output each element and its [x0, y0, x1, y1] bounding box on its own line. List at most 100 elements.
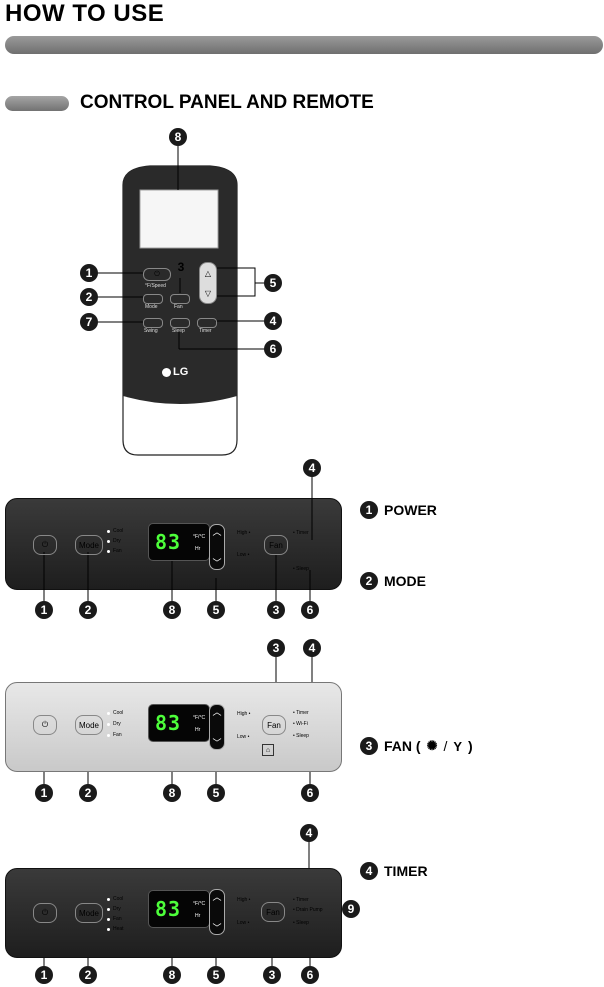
- panel1-timer: • Timer: [293, 530, 309, 536]
- callout-9-panel3: 9: [342, 900, 360, 918]
- callout-8-panel1: 8: [163, 601, 181, 619]
- callout-5-panel2: 5: [207, 784, 225, 802]
- remote-temp-rocker[interactable]: △ ▽: [199, 262, 217, 304]
- panel2-power-button[interactable]: ⏻: [33, 715, 57, 735]
- panel1-mode-fan: Fan: [113, 548, 122, 554]
- remote-fan-label: Fan: [174, 304, 183, 310]
- panel3-timer: • Timer: [293, 897, 309, 903]
- panel2-display: 83 °F/°C Hr: [148, 704, 210, 742]
- panel2-wifi: • Wi-Fi: [293, 721, 308, 727]
- panel2-mode-cool: Cool: [113, 710, 124, 716]
- down-arrow-icon[interactable]: ▽: [204, 288, 212, 298]
- panel2-mode-button[interactable]: Mode: [75, 715, 103, 735]
- remote-logo: LG: [162, 366, 188, 378]
- panel1-display-sub: Hr: [195, 546, 201, 552]
- callout-2-panel1: 2: [79, 601, 97, 619]
- panel3-mode-list: Cool Dry Fan Heat: [107, 896, 124, 932]
- panel1-mode-button[interactable]: Mode: [75, 535, 103, 555]
- panel1-mode-list: Cool Dry Fan: [107, 528, 123, 554]
- remote-sleep-label: Sleep: [172, 328, 185, 334]
- panel2-arrow-buttons[interactable]: ︿ ﹀: [209, 704, 225, 750]
- callout-8-remote: 8: [169, 128, 187, 146]
- down-arrow-icon[interactable]: ﹀: [212, 558, 222, 568]
- remote-timer-label: Timer: [199, 328, 212, 334]
- callout-6-panel2: 6: [301, 784, 319, 802]
- panel1-fan-high: High •: [237, 530, 251, 536]
- remote-power-button[interactable]: ⏻: [143, 268, 171, 281]
- panel3-display-sub: Hr: [195, 913, 201, 919]
- panel2-fan-button[interactable]: Fan: [262, 715, 286, 735]
- panel2-mode-fan: Fan: [113, 732, 122, 738]
- panel3-sleep: • Sleep: [293, 920, 309, 926]
- remote-swing-button[interactable]: [143, 318, 163, 328]
- callout-3-remote: 3: [177, 260, 185, 274]
- up-arrow-icon[interactable]: ︿: [212, 707, 222, 717]
- panel2-timer: • Timer: [293, 710, 309, 716]
- callout-5-remote: 5: [264, 274, 282, 292]
- callout-3-panel2: 3: [267, 639, 285, 657]
- remote-mode-button[interactable]: [143, 294, 163, 304]
- panel1-sleep: • Sleep: [293, 566, 309, 572]
- panel3-arrow-buttons[interactable]: ︿ ﹀: [209, 889, 225, 935]
- callout-6-panel1: 6: [301, 601, 319, 619]
- callout-4-remote: 4: [264, 312, 282, 330]
- callout-7-remote: 7: [80, 313, 98, 331]
- panel3-mode-button[interactable]: Mode: [75, 903, 103, 923]
- section-title: CONTROL PANEL AND REMOTE: [80, 92, 374, 113]
- panel3-display: 83 °F/°C Hr: [148, 890, 210, 928]
- callout-5-panel1: 5: [207, 601, 225, 619]
- callout-2-remote: 2: [80, 288, 98, 306]
- lg-logo-icon: [162, 367, 171, 377]
- panel2-sleep: • Sleep: [293, 733, 309, 739]
- panel3-fan-button[interactable]: Fan: [261, 902, 285, 922]
- remote-temp-label: °F/Speed: [145, 283, 166, 289]
- panel3-power-button[interactable]: ⏻: [33, 903, 57, 923]
- up-arrow-icon[interactable]: ︿: [212, 892, 222, 902]
- remote-sleep-button[interactable]: [170, 318, 190, 328]
- panel2-display-unit: °F/°C: [193, 715, 206, 721]
- callout-3-panel3: 3: [263, 966, 281, 984]
- callout-2-panel3: 2: [79, 966, 97, 984]
- fan-high-icon: ✺: [426, 738, 438, 753]
- callout-6-remote: 6: [264, 340, 282, 358]
- panel2-mode-dry: Dry: [113, 721, 121, 727]
- down-arrow-icon[interactable]: ﹀: [212, 923, 222, 933]
- panel1-arrow-buttons[interactable]: ︿ ﹀: [209, 524, 225, 570]
- panel2-display-sub: Hr: [195, 727, 201, 733]
- panel1-fan-button[interactable]: Fan: [264, 535, 288, 555]
- panel3-mode-fan: Fan: [113, 916, 122, 922]
- section-pill: [5, 96, 69, 111]
- callout-2-panel2: 2: [79, 784, 97, 802]
- callout-3-panel1: 3: [267, 601, 285, 619]
- panel3-mode-dry: Dry: [113, 906, 121, 912]
- panel3-fan-low: Low •: [237, 920, 250, 926]
- panel1-mode-cool: Cool: [113, 528, 124, 534]
- panel1-power-button[interactable]: ⏻: [33, 535, 57, 555]
- panel1-display-value: 83: [155, 530, 182, 554]
- callout-1-panel1: 1: [35, 601, 53, 619]
- callout-1-remote: 1: [80, 264, 98, 282]
- callout-4-panel2: 4: [303, 639, 321, 657]
- panel3-mode-cool: Cool: [113, 896, 124, 902]
- callout-1-panel2: 1: [35, 784, 53, 802]
- panel3-fan-high: High •: [237, 897, 251, 903]
- remote-timer-button[interactable]: [197, 318, 217, 328]
- title-bar: [5, 36, 603, 54]
- panel2-fan-low: Low •: [237, 734, 250, 740]
- up-arrow-icon[interactable]: ︿: [212, 527, 222, 537]
- panel3-drain-pump: • Drain Pump: [293, 907, 323, 913]
- wifi-home-icon: ⌂: [262, 744, 274, 756]
- down-arrow-icon[interactable]: ﹀: [212, 738, 222, 748]
- callout-1-panel3: 1: [35, 966, 53, 984]
- page-title: HOW TO USE: [5, 0, 165, 27]
- up-arrow-icon[interactable]: △: [204, 268, 212, 278]
- callout-8-panel2: 8: [163, 784, 181, 802]
- remote-fan-button[interactable]: [170, 294, 190, 304]
- remote-swing-label: Swing: [144, 328, 158, 334]
- panel1-mode-dry: Dry: [113, 538, 121, 544]
- panel2-display-value: 83: [155, 711, 182, 735]
